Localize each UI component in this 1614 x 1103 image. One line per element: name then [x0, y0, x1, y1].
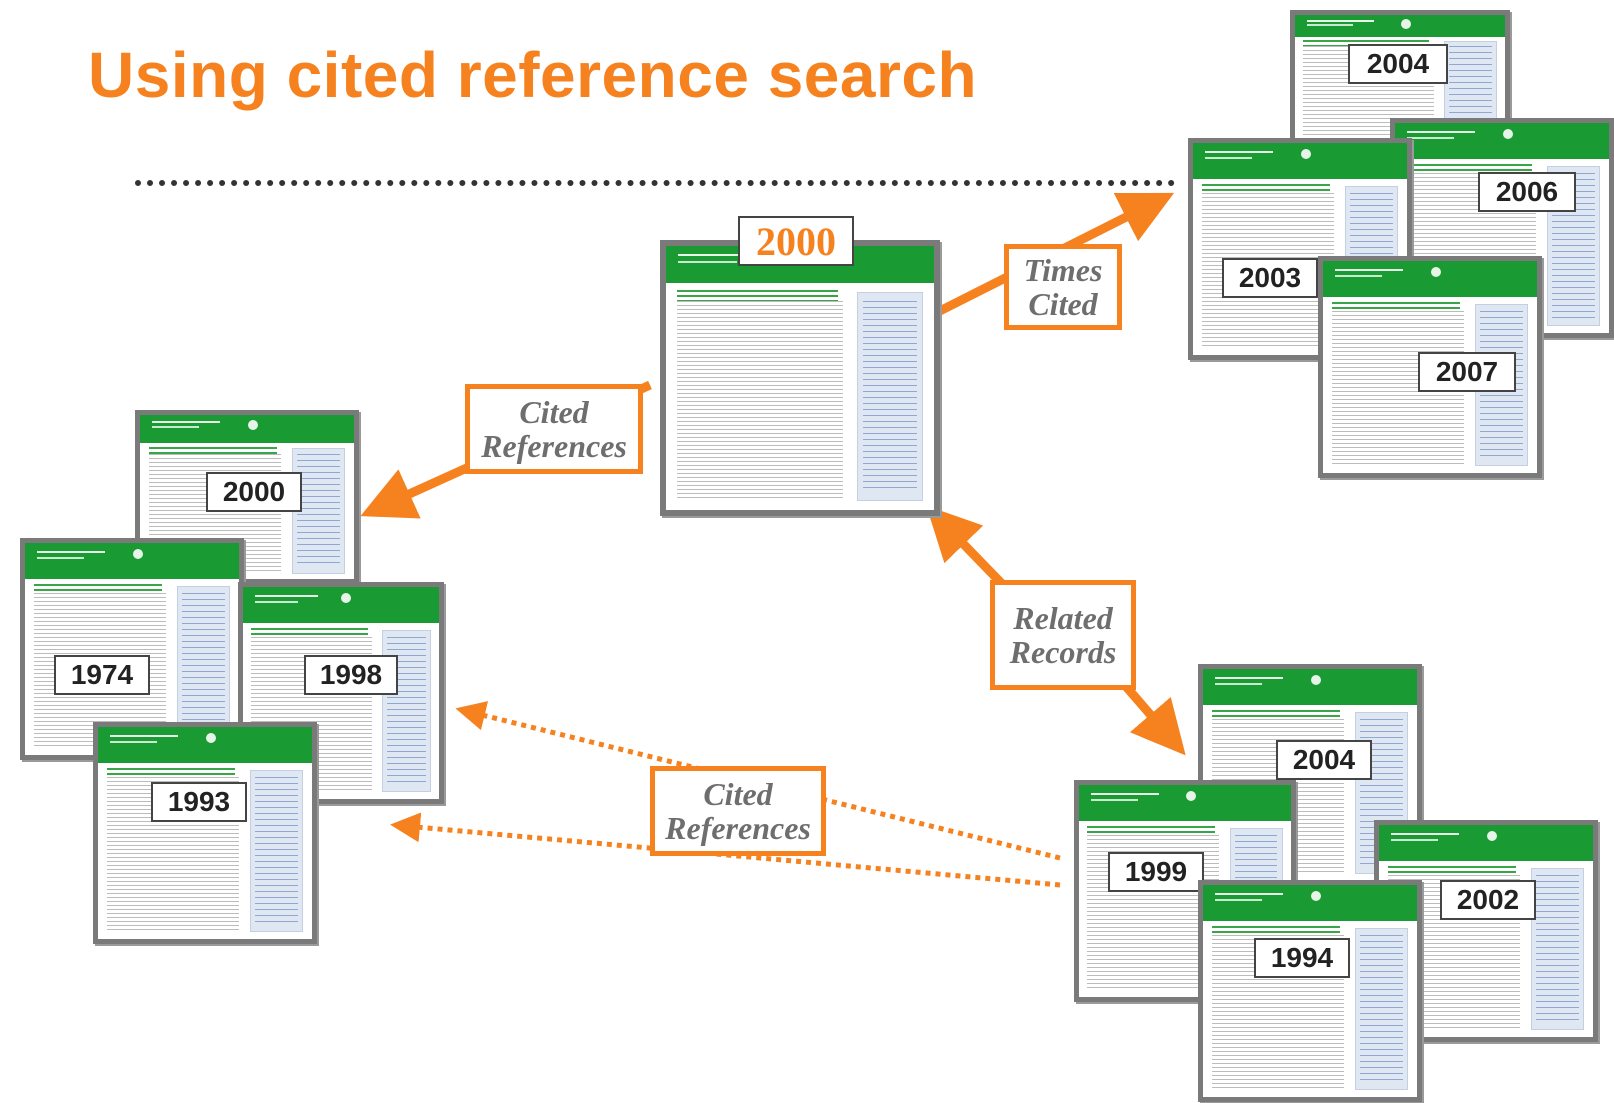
year-label: 1974 [54, 655, 150, 695]
arrow-related-to-center [926, 505, 1012, 594]
year-label: 2000 [206, 472, 302, 512]
center-record-thumbnail [660, 240, 940, 516]
slide-title: Using cited reference search [88, 39, 978, 111]
year-label: 2007 [1418, 352, 1516, 392]
related-records-label: Related Records [990, 580, 1136, 690]
year-label: 2004 [1276, 740, 1372, 780]
year-label: 1993 [151, 782, 247, 822]
year-label: 1999 [1108, 852, 1204, 892]
center-year-label: 2000 [738, 216, 854, 266]
year-label: 2006 [1478, 172, 1576, 212]
times-cited-label: Times Cited [1004, 244, 1122, 330]
year-label: 1998 [304, 655, 398, 695]
record-thumbnail [1198, 880, 1422, 1102]
year-label: 2003 [1222, 258, 1318, 298]
year-label: 2004 [1348, 44, 1448, 84]
record-thumbnail [93, 722, 317, 944]
dotted-divider [135, 180, 1175, 186]
cited-references-label-top: Cited References [465, 384, 643, 474]
year-label: 1994 [1254, 938, 1350, 978]
cited-references-label-bottom: Cited References [650, 766, 826, 856]
year-label: 2002 [1440, 880, 1536, 920]
